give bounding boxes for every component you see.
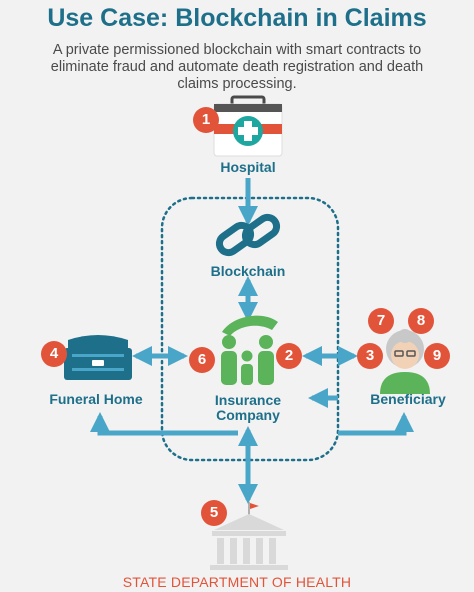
grandmother-icon [380,329,430,394]
step-badge-6: 6 [189,347,215,373]
step-badge-2: 2 [276,343,302,369]
step-badge-4: 4 [41,341,67,367]
chain-link-icon [215,213,281,257]
flow-arrows [90,178,414,504]
step-badge-9: 9 [424,343,450,369]
page-subtitle: A private permissioned blockchain with s… [50,42,424,92]
insurance-label-line2: Company [216,407,280,423]
hospital-label: Hospital [220,159,276,175]
state-department-label: STATE DEPARTMENT OF HEALTH [122,574,352,590]
insurance-label-line1: Insurance [214,392,282,408]
arrow-state-funeral [90,412,238,436]
family-care-icon [221,315,278,385]
step-badge-5: 5 [201,500,227,526]
insurance-company-label: Insurance Company [188,393,308,423]
page-title: Use Case: Blockchain in Claims [47,4,427,32]
step-badge-1: 1 [193,107,219,133]
blockchain-label: Blockchain [210,263,286,279]
government-building-icon [210,502,288,570]
beneficiary-label: Beneficiary [370,391,446,407]
step-badge-8: 8 [408,308,434,334]
arrow-state-beneficiary [338,412,414,436]
step-badge-3: 3 [357,343,383,369]
casket-icon [64,335,132,380]
hospital-kit-icon [213,95,283,157]
step-badge-7: 7 [368,308,394,334]
funeral-home-label: Funeral Home [49,391,143,407]
